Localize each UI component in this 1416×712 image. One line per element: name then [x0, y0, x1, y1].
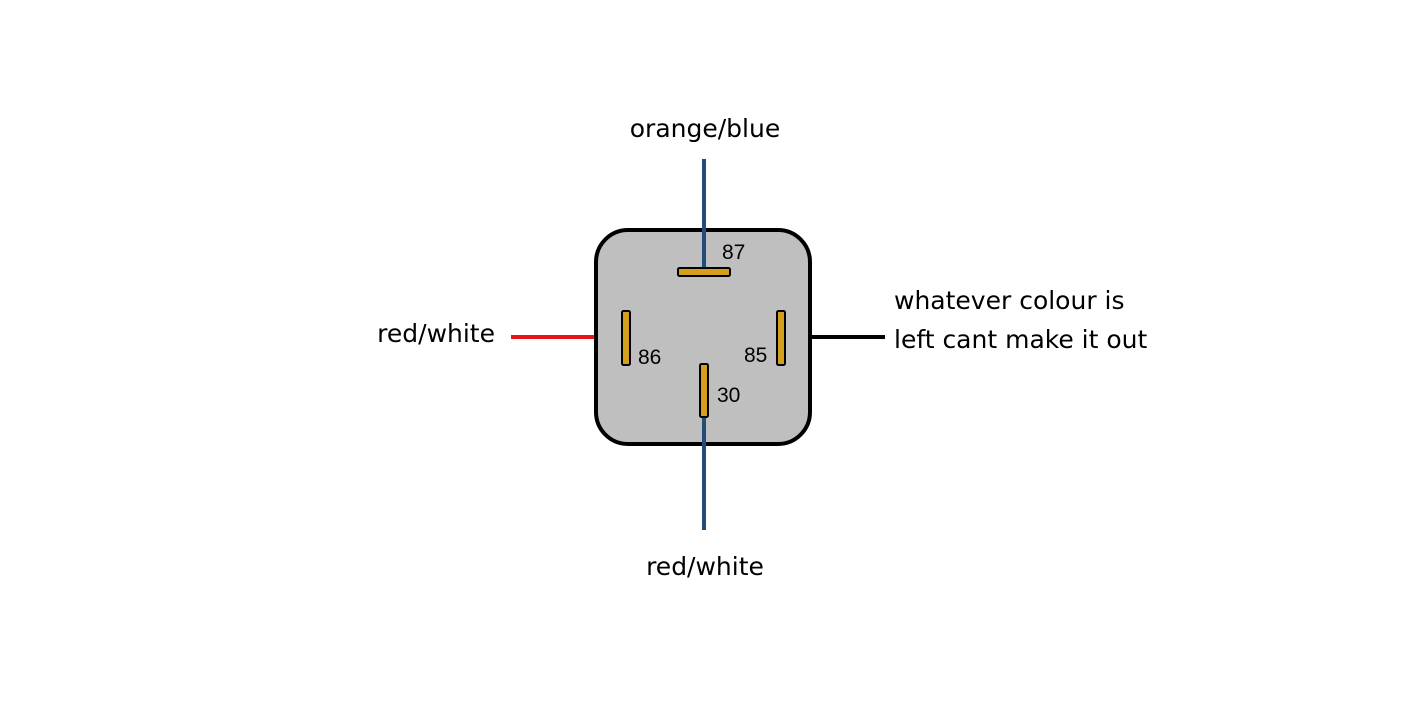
wire-label-right: whatever colour is left cant make it out — [894, 286, 1148, 354]
terminal-85 — [776, 310, 786, 366]
pin-label-87: 87 — [722, 241, 745, 264]
pin-label-85: 85 — [744, 344, 767, 367]
wire-label-left: red/white — [377, 319, 495, 348]
terminal-87 — [677, 267, 731, 277]
wire-label-bottom: red/white — [646, 552, 764, 581]
terminal-86 — [621, 310, 631, 366]
wire-label-top: orange/blue — [629, 114, 781, 143]
pin-label-86: 86 — [638, 346, 661, 369]
terminal-30 — [699, 363, 709, 418]
pin-label-30: 30 — [717, 384, 740, 407]
